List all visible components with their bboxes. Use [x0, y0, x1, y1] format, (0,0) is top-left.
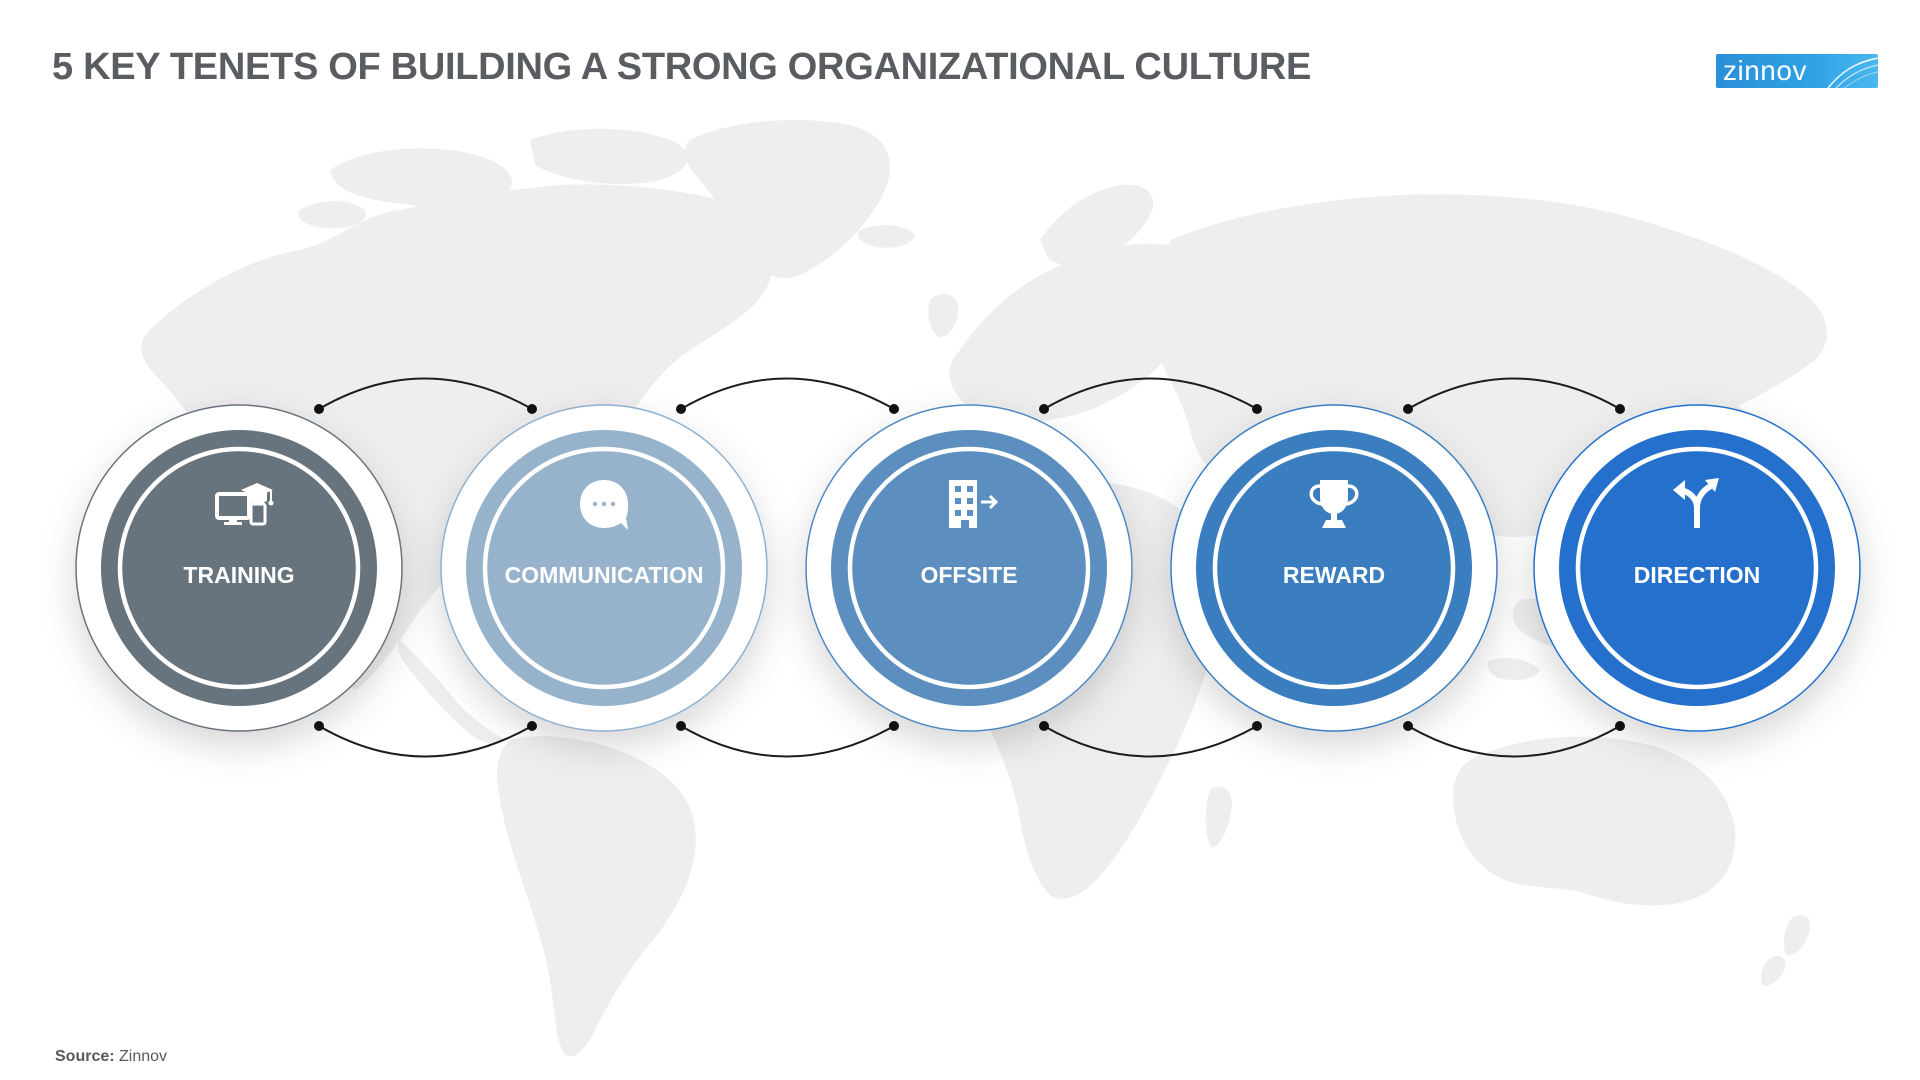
- connector-dot: [1403, 721, 1413, 731]
- tenet-inner-ring: [482, 446, 726, 690]
- tenet-fill-circle: [1559, 430, 1835, 706]
- connector-dot: [1615, 404, 1625, 414]
- tenet-label: TRAINING: [183, 562, 294, 588]
- connector-dot: [889, 404, 899, 414]
- tenet-inner-ring: [1575, 446, 1819, 690]
- tenet-fill-circle: [1196, 430, 1472, 706]
- source-label: Source:: [55, 1048, 115, 1065]
- tenet-inner-ring: [847, 446, 1091, 690]
- tenet-node-communication: COMMUNICATION: [440, 404, 768, 732]
- connector-arc-bottom: [1407, 725, 1621, 758]
- tenet-label: COMMUNICATION: [505, 562, 704, 588]
- connector-arc-top: [1407, 377, 1621, 410]
- tenet-node-training: TRAINING: [75, 404, 403, 732]
- tenet-node-offsite: OFFSITE: [805, 404, 1133, 732]
- source-note: Source: Zinnov: [55, 1048, 167, 1066]
- connector-dot: [527, 404, 537, 414]
- tenet-node-direction: DIRECTION: [1533, 404, 1861, 732]
- connector-dot: [1039, 721, 1049, 731]
- connector-arc-bottom: [1043, 725, 1258, 758]
- connector-arc-top: [318, 377, 533, 410]
- connector-dot: [1252, 721, 1262, 731]
- connector-dot: [314, 721, 324, 731]
- page-title: 5 KEY TENETS OF BUILDING A STRONG ORGANI…: [52, 46, 1312, 88]
- tenet-fill-circle: [466, 430, 742, 706]
- connector-dot: [1039, 404, 1049, 414]
- connector-dot: [676, 721, 686, 731]
- tenet-label: OFFSITE: [920, 562, 1017, 588]
- connector-arc-bottom: [680, 725, 895, 758]
- tenet-label: DIRECTION: [1634, 562, 1761, 588]
- tenet-label: REWARD: [1283, 562, 1385, 588]
- tenet-inner-ring: [1212, 446, 1456, 690]
- connector-dot: [1252, 404, 1262, 414]
- tenet-inner-ring: [117, 446, 361, 690]
- tenet-node-reward: REWARD: [1170, 404, 1498, 732]
- connector-dot: [1403, 404, 1413, 414]
- logo-wordmark: zinnov: [1723, 55, 1807, 86]
- connector-dot: [314, 404, 324, 414]
- connector-arc-top: [1043, 377, 1258, 410]
- swoosh-icon: [1827, 57, 1878, 88]
- connector-arc-top: [680, 377, 895, 410]
- connector-dot: [527, 721, 537, 731]
- connector-dot: [676, 404, 686, 414]
- connector-dot: [1615, 721, 1625, 731]
- zinnov-logo: zinnov: [1716, 54, 1878, 88]
- source-value: Zinnov: [119, 1048, 168, 1065]
- connector-arc-bottom: [318, 725, 533, 758]
- tenet-fill-circle: [101, 430, 377, 706]
- tenet-fill-circle: [831, 430, 1107, 706]
- connector-dot: [889, 721, 899, 731]
